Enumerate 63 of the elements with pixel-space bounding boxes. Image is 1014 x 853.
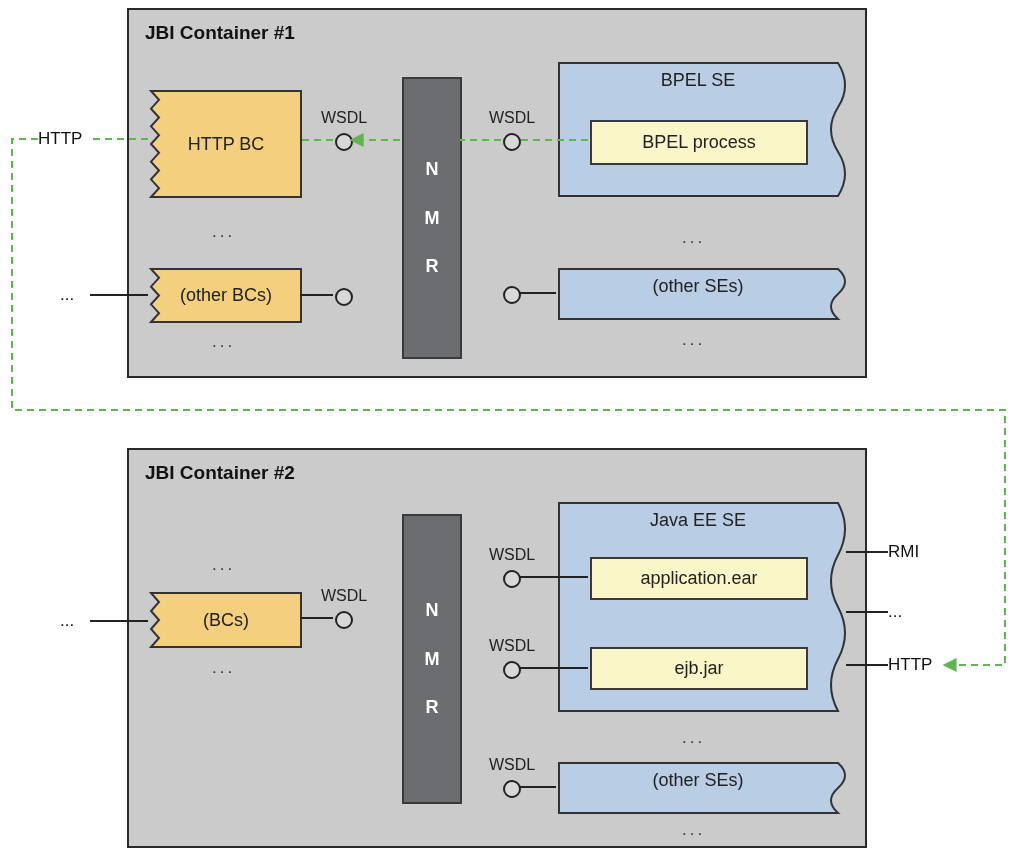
binding-component-box	[150, 90, 302, 198]
engine-title: BPEL SE	[660, 70, 736, 91]
box-label: application.ear	[640, 568, 758, 589]
binding-component-box	[150, 592, 302, 648]
connector-line	[518, 292, 557, 294]
connector-line	[845, 611, 889, 613]
interface-label: WSDL	[320, 109, 368, 127]
dashed-arrow	[349, 133, 401, 147]
box-label: (other BCs)	[180, 285, 272, 306]
box-label: ejb.jar	[674, 658, 724, 679]
ellipsis-label: ...	[682, 728, 706, 748]
connector-line	[299, 294, 334, 296]
engine-title: (other SEs)	[652, 770, 744, 791]
connector-label: HTTP	[888, 655, 933, 675]
connector-line	[518, 576, 589, 578]
connector-line	[299, 617, 334, 619]
connector-line	[845, 664, 889, 666]
connector-label: ...	[60, 285, 75, 305]
interface-label: WSDL	[320, 587, 368, 605]
ellipsis-label: ...	[212, 658, 236, 678]
engine-title: Java EE SE	[649, 510, 746, 531]
ellipsis-label: ...	[682, 820, 706, 840]
container-box	[127, 448, 867, 848]
connector-line	[518, 667, 589, 669]
ellipsis-label: ...	[682, 330, 706, 350]
module-box	[590, 120, 808, 165]
connector-label: ...	[888, 602, 903, 622]
connector-label: HTTP	[38, 129, 83, 149]
interface-label: WSDL	[488, 546, 536, 564]
box-label: (BCs)	[203, 609, 249, 631]
service-engine-box	[558, 62, 848, 197]
box-label: BPEL process	[642, 132, 756, 153]
container-title: JBI Container #1	[145, 22, 295, 44]
binding-component-box	[150, 268, 302, 323]
service-engine-box	[558, 762, 848, 814]
connector-label: RMI	[888, 542, 920, 562]
service-engine-box	[558, 268, 848, 320]
ellipsis-label: ...	[212, 222, 236, 242]
engine-title: (other SEs)	[652, 276, 744, 297]
interface-circle	[503, 286, 521, 304]
interface-label: WSDL	[488, 756, 536, 774]
ellipsis-label: ...	[682, 228, 706, 248]
ellipsis-label: ...	[212, 555, 236, 575]
router-bar	[402, 514, 462, 804]
interface-circle	[335, 288, 353, 306]
connector-line	[518, 786, 557, 788]
connector-line	[89, 294, 149, 296]
connector-line	[845, 551, 889, 553]
connector-label: ...	[60, 611, 75, 631]
ellipsis-label: ...	[212, 332, 236, 352]
module-box	[590, 647, 808, 690]
module-box	[590, 557, 808, 600]
router-bar	[402, 77, 462, 359]
dashed-arrow	[11, 138, 1006, 672]
container-box	[127, 8, 867, 378]
container-title: JBI Container #2	[145, 462, 295, 484]
interface-label: WSDL	[488, 637, 536, 655]
router-label: N M R	[423, 599, 441, 720]
router-label: N M R	[423, 158, 441, 279]
interface-label: WSDL	[488, 109, 536, 127]
box-label: HTTP BC	[187, 133, 265, 155]
connector-line	[89, 620, 149, 622]
service-engine-box	[558, 502, 848, 712]
